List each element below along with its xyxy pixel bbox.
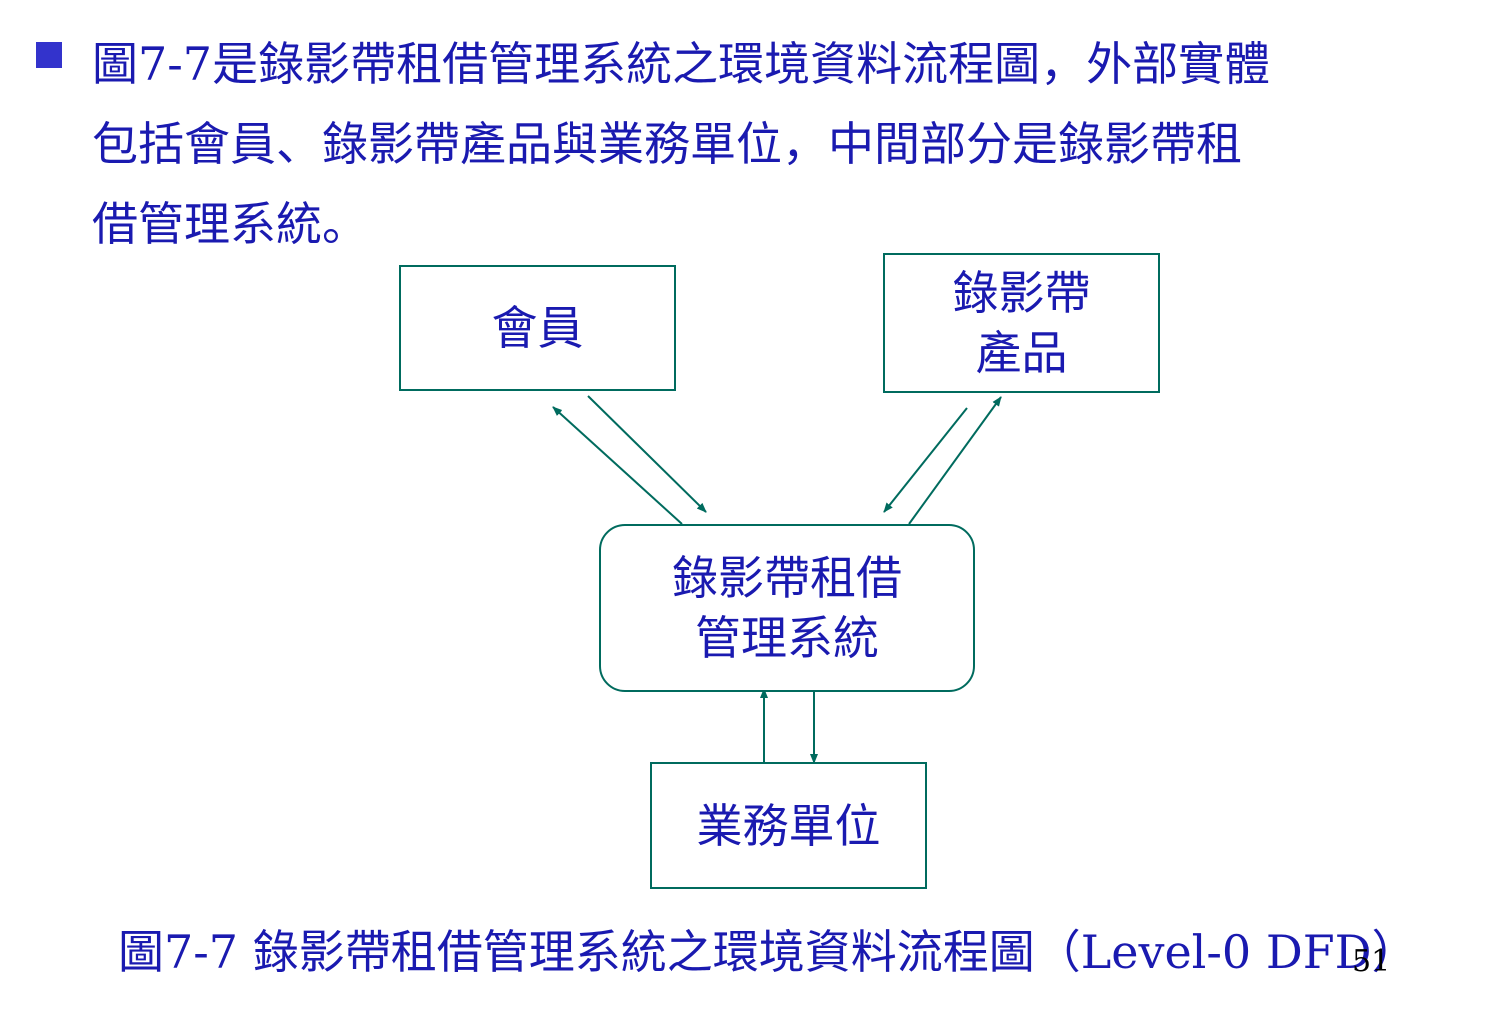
flow-product-to-process — [883, 407, 968, 513]
process-label-line-2: 管理系統 — [695, 611, 879, 665]
intro-line-3: 借管理系統。 — [92, 197, 368, 251]
page-number: 51 — [1352, 944, 1391, 979]
flow-process-to-member — [552, 406, 683, 525]
figure-caption: 圖7-7 錄影帶租借管理系統之環境資料流程圖（Level-0 DFD） — [118, 925, 1418, 979]
entity-member: 會員 — [399, 265, 676, 391]
entity-business-unit: 業務單位 — [650, 762, 927, 889]
entity-member-label: 會員 — [491, 301, 584, 355]
flow-process-to-product — [908, 396, 1002, 525]
entity-product-label-line-1: 錄影帶 — [952, 266, 1091, 320]
intro-line-1: 圖7-7是錄影帶租借管理系統之環境資料流程圖，外部實體 — [92, 37, 1271, 91]
process-rental-system: 錄影帶租借 管理系統 — [599, 524, 975, 692]
process-label-line-1: 錄影帶租借 — [672, 551, 902, 605]
entity-product-label-line-2: 產品 — [975, 326, 1068, 380]
entity-video-product: 錄影帶 產品 — [883, 253, 1160, 393]
intro-paragraph: 圖7-7是錄影帶租借管理系統之環境資料流程圖，外部實體 包括會員、錄影帶產品與業… — [92, 24, 1382, 264]
bullet-square — [36, 42, 62, 68]
flow-member-to-process — [587, 395, 707, 513]
entity-business-unit-label: 業務單位 — [696, 798, 881, 853]
intro-line-2: 包括會員、錄影帶產品與業務單位，中間部分是錄影帶租 — [92, 117, 1242, 171]
